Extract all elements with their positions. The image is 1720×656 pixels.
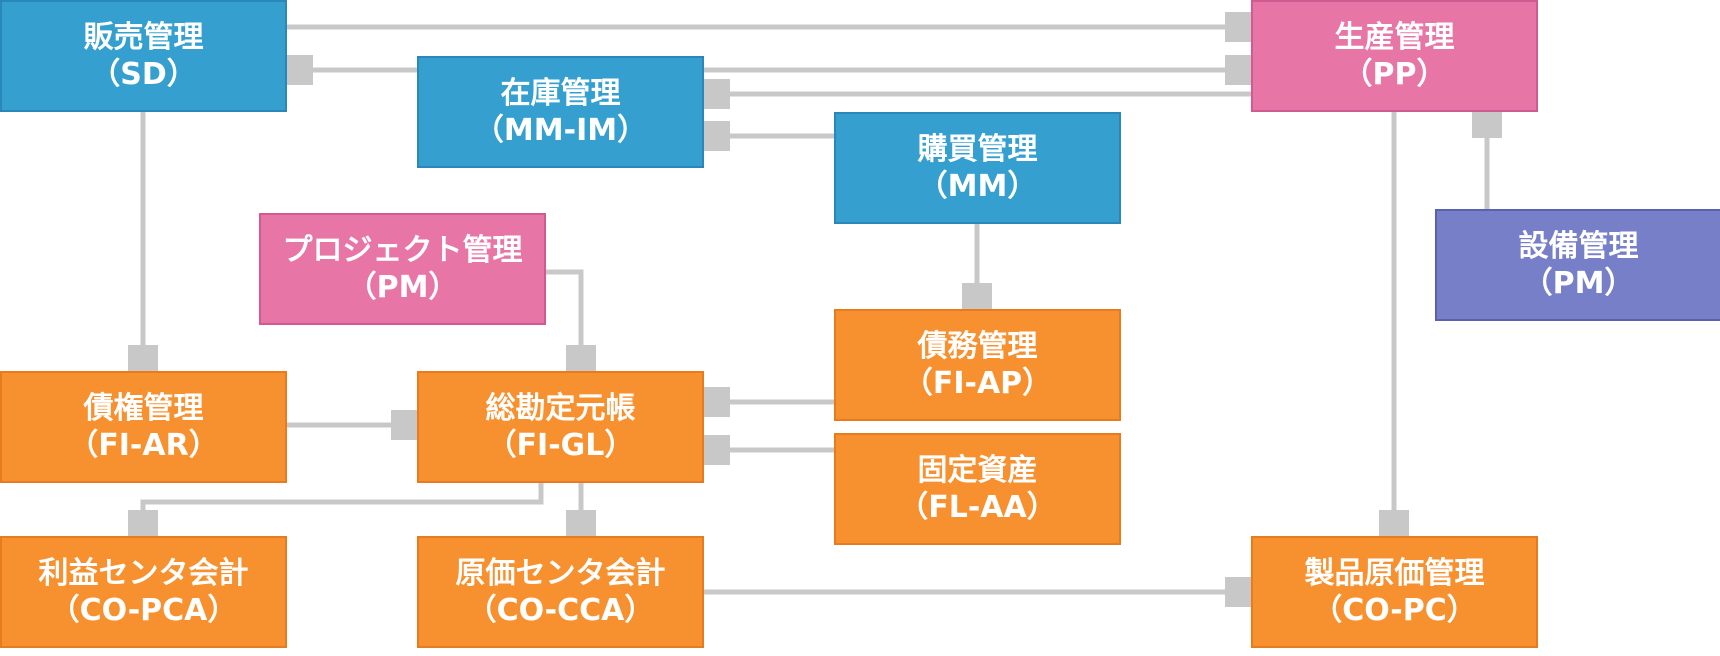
cost-center-accounting-co-cca-box: 原価センタ会計 （CO-CCA）	[417, 536, 704, 648]
plant-maintenance-pm-box: 設備管理 （PM）	[1435, 209, 1720, 321]
inventory-management-code: （MM-IM）	[473, 113, 648, 148]
cost-center-accounting-title: 原価センタ会計	[455, 556, 666, 591]
arrow-figl-to-copca	[143, 483, 544, 536]
purchasing-management-mm-box: 購買管理 （MM）	[834, 112, 1121, 224]
fixed-assets-fl-aa-box: 固定資産 （FL-AA）	[834, 433, 1121, 545]
cost-center-accounting-code: （CO-CCA）	[466, 593, 655, 628]
plant-maintenance-title: 設備管理	[1518, 229, 1639, 264]
sales-management-title: 販売管理	[83, 20, 204, 55]
plant-maintenance-code: （PM）	[1522, 266, 1635, 301]
project-management-code: （PM）	[346, 270, 459, 305]
product-cost-controlling-code: （CO-PC）	[1312, 593, 1477, 628]
accounts-payable-code: （FI-AP）	[902, 366, 1053, 401]
purchasing-management-code: （MM）	[917, 169, 1038, 204]
general-ledger-fi-gl-box: 総勘定元帳 （FI-GL）	[417, 371, 704, 483]
production-management-code: （PP）	[1342, 57, 1447, 92]
inventory-management-mm-im-box: 在庫管理 （MM-IM）	[417, 56, 704, 168]
accounts-payable-fi-ap-box: 債務管理 （FI-AP）	[834, 309, 1121, 421]
general-ledger-title: 総勘定元帳	[485, 391, 636, 426]
inventory-management-title: 在庫管理	[500, 76, 621, 111]
project-management-title: プロジェクト管理	[282, 233, 523, 268]
accounts-receivable-fi-ar-box: 債権管理 （FI-AR）	[0, 371, 287, 483]
purchasing-management-title: 購買管理	[917, 132, 1038, 167]
fixed-assets-title: 固定資産	[917, 453, 1038, 488]
accounts-payable-title: 債務管理	[917, 329, 1038, 364]
profit-center-accounting-title: 利益センタ会計	[38, 556, 249, 591]
arrow-projpm-to-figl	[546, 269, 581, 371]
production-management-title: 生産管理	[1334, 20, 1455, 55]
product-cost-controlling-co-pc-box: 製品原価管理 （CO-PC）	[1251, 536, 1538, 648]
product-cost-controlling-title: 製品原価管理	[1304, 556, 1485, 591]
production-management-pp-box: 生産管理 （PP）	[1251, 0, 1538, 112]
project-management-pm-box: プロジェクト管理 （PM）	[259, 213, 546, 325]
sales-management-sd-box: 販売管理 （SD）	[0, 0, 287, 112]
sales-management-code: （SD）	[90, 57, 197, 92]
accounts-receivable-code: （FI-AR）	[68, 428, 219, 463]
fixed-assets-code: （FL-AA）	[898, 490, 1057, 525]
profit-center-accounting-co-pca-box: 利益センタ会計 （CO-PCA）	[0, 536, 287, 648]
accounts-receivable-title: 債権管理	[83, 391, 204, 426]
profit-center-accounting-code: （CO-PCA）	[49, 593, 238, 628]
general-ledger-code: （FI-GL）	[486, 428, 635, 463]
